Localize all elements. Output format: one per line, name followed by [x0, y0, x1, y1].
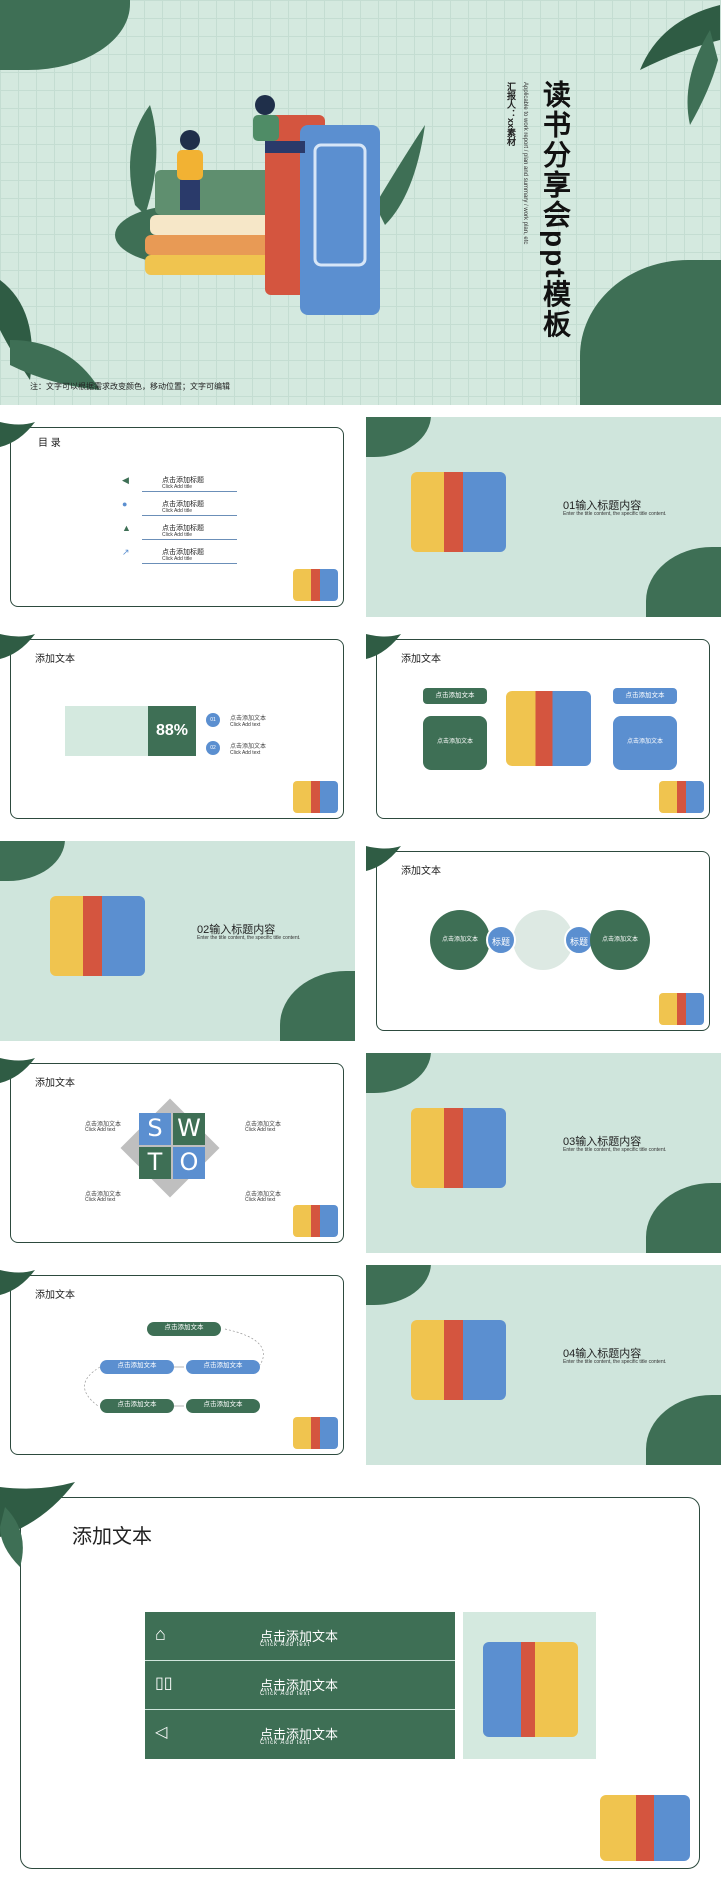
leaf-icon: [640, 5, 720, 125]
list-item[interactable]: ▯▯ 点击添加文本 Click Add text: [145, 1661, 455, 1710]
flow-arrows: [84, 1328, 264, 1407]
flow-step[interactable]: 点击添加文本: [100, 1360, 174, 1374]
section-subtitle: Enter the title content, the specific ti…: [563, 511, 667, 517]
section-title: 01输入标题内容: [563, 500, 642, 512]
leaf-icon: [366, 634, 401, 659]
house-icon: ▲: [122, 523, 131, 533]
books-illustration: [115, 95, 425, 315]
swot-s: S: [139, 1113, 171, 1145]
flow-step[interactable]: 点击添加文本: [100, 1399, 174, 1413]
section-title: 03输入标题内容: [563, 1136, 642, 1148]
image-thumb: [65, 706, 148, 756]
flow-slide[interactable]: 添加文本 点击添加文本 点击添加文本 点击添加文本 点击添加文本 点击添加文本: [0, 1265, 355, 1465]
content-box-blue: 点击添加文本: [613, 716, 677, 770]
content-box-green: 点击添加文本: [423, 716, 487, 770]
slide-title: 添加文本: [35, 654, 75, 665]
leaf-icon: [0, 1058, 35, 1083]
leaf-icon: [0, 1482, 75, 1567]
swot-w: W: [173, 1113, 205, 1145]
flow-step[interactable]: 点击添加文本: [186, 1360, 260, 1374]
circles-slide[interactable]: 添加文本 点击添加文本 标题 标题 点击添加文本: [366, 841, 721, 1041]
swot-t: T: [139, 1147, 171, 1179]
list-panel: ⌂ 点击添加文本 Click Add text ▯▯ 点击添加文本 Click …: [145, 1612, 455, 1759]
badge-02: 02: [206, 741, 220, 755]
corner-blob: [580, 260, 721, 405]
list-item[interactable]: ● 点击添加标题 Click Add title: [122, 499, 237, 523]
leaf-icon: [0, 1270, 35, 1295]
cover-note: 注：文字可以根据需求改变颜色，移动位置；文字可编辑: [30, 382, 230, 391]
list-item[interactable]: ▲ 点击添加标题 Click Add title: [122, 523, 237, 547]
section-slide-04[interactable]: 04输入标题内容 Enter the title content, the sp…: [366, 1265, 721, 1465]
badge-01: 01: [206, 713, 220, 727]
swot-slide[interactable]: 添加文本 S W T O 点击添加文本 Click Add text 点击添加文…: [0, 1053, 355, 1253]
cover-slide[interactable]: 读书分享会ppt模板 Applicable to work report / p…: [0, 0, 721, 405]
big-slide-title: 添加文本: [72, 1526, 152, 1548]
leaf-icon: [0, 422, 35, 447]
percent-box: 88%: [148, 706, 196, 756]
megaphone-icon: ◀: [122, 475, 129, 485]
list-item[interactable]: ⌂ 点击添加文本 Click Add text: [145, 1612, 455, 1661]
house-icon: ⌂: [155, 1624, 166, 1644]
flow-step[interactable]: 点击添加文本: [147, 1322, 221, 1336]
section-slide-03[interactable]: 03输入标题内容 Enter the title content, the sp…: [366, 1053, 721, 1253]
megaphone-icon: ◁: [155, 1724, 168, 1741]
chart-icon: ↗: [122, 547, 130, 557]
corner-blob: [0, 0, 130, 70]
list-item[interactable]: ◁ 点击添加文本 Click Add text: [155, 1724, 339, 1746]
section-title: 04输入标题内容: [563, 1348, 642, 1360]
books-illustration-small: [600, 1795, 690, 1861]
percent-slide[interactable]: 添加文本 88% 01 点击添加文本 Click Add text 02 点击添…: [0, 629, 355, 829]
section-slide-01[interactable]: 01输入标题内容 Enter the title content, the sp…: [366, 417, 721, 617]
leaf-icon: [0, 280, 100, 390]
leaf-icon: [0, 634, 35, 659]
book-icon: ▯▯: [155, 1675, 173, 1692]
title-bubble-left: 标题: [486, 925, 516, 955]
flow-step[interactable]: 点击添加文本: [186, 1399, 260, 1413]
cover-subtitle: Applicable to work report / plan and sum…: [522, 82, 528, 245]
toc-list: ◀ 点击添加标题 Click Add title ● 点击添加标题 Click …: [122, 475, 237, 571]
cover-reporter: 汇报人：xx素材: [506, 82, 516, 147]
big-slide[interactable]: 添加文本 ⌂ 点击添加文本 Click Add text ▯▯ 点击添加文本 C…: [0, 1477, 721, 1883]
list-item[interactable]: ↗ 点击添加标题 Click Add title: [122, 547, 237, 571]
books-illustration-small: [293, 569, 338, 601]
toc-slide[interactable]: 目 录 ◀ 点击添加标题 Click Add title ● 点击添加标题 Cl…: [0, 417, 355, 617]
image-panel: [463, 1612, 596, 1759]
globe-icon: ●: [122, 499, 128, 509]
books-illustration: [411, 472, 506, 552]
list-item[interactable]: ◀ 点击添加标题 Click Add title: [122, 475, 237, 499]
toc-title: 目 录: [38, 438, 61, 449]
swot-o: O: [173, 1147, 205, 1179]
cover-title: 读书分享会ppt模板: [540, 80, 571, 340]
section-slide-02[interactable]: 02输入标题内容 Enter the title content, the sp…: [0, 841, 355, 1041]
section-title: 02输入标题内容: [197, 924, 276, 936]
leaf-icon: [366, 846, 401, 871]
boxes-slide[interactable]: 添加文本 点击添加文本 点击添加文本 点击添加文本 点击添加文本: [366, 629, 721, 829]
